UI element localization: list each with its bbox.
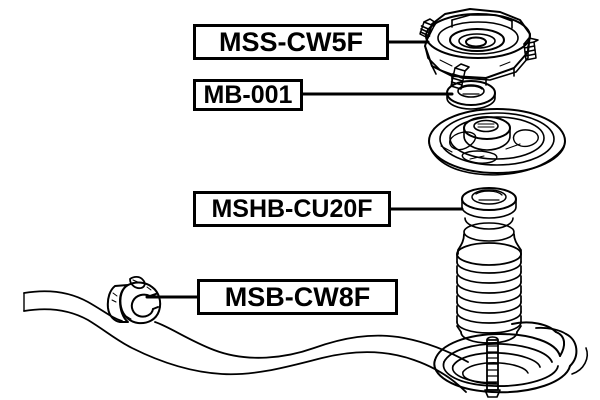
coil-spring-illustration	[433, 321, 588, 398]
part-number-text: MSS-CW5F	[219, 26, 363, 57]
part-label-msb-cw8f[interactable]: MSB-CW8F	[197, 279, 398, 315]
part-number-text: MSHB-CU20F	[211, 194, 373, 223]
stabilizer-bushing	[106, 275, 162, 325]
mount-bearing-illustration	[446, 80, 496, 110]
dust-boot-illustration	[456, 187, 522, 344]
part-label-mb-001[interactable]: MB-001	[193, 79, 303, 111]
stud-left	[419, 18, 437, 39]
strut-mount-illustration	[419, 8, 539, 90]
spring-seat-illustration	[428, 108, 566, 176]
stabilizer-bar-illustration	[23, 275, 469, 393]
part-label-mshb-cu20f[interactable]: MSHB-CU20F	[193, 191, 391, 227]
part-number-text: MB-001	[203, 80, 293, 109]
part-label-mss-cw5f[interactable]: MSS-CW5F	[193, 24, 389, 60]
bump-stop	[484, 336, 501, 398]
stud-right	[523, 37, 539, 61]
leader-lines	[145, 40, 464, 299]
part-number-text: MSB-CW8F	[224, 281, 371, 312]
